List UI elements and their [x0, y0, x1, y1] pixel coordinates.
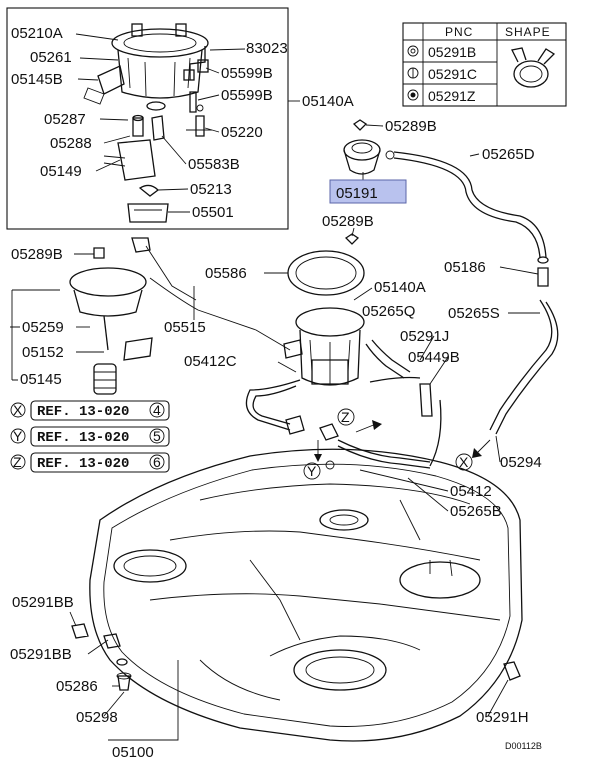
label-05140A-mid: 05140A [374, 279, 426, 296]
label-05586: 05586 [205, 265, 247, 282]
label-05152: 05152 [22, 344, 64, 361]
fuel-pump-module-drawing [83, 23, 209, 223]
label-05501: 05501 [192, 204, 234, 221]
svg-text:REF. 13-020: REF. 13-020 [37, 456, 129, 472]
label-05265D: 05265D [482, 146, 535, 163]
label-05412: 05412 [450, 483, 492, 500]
main-pump-unit-drawing [283, 307, 365, 386]
svg-text:6: 6 [153, 454, 161, 470]
label-05599B-1: 05599B [221, 65, 273, 82]
label-05291BB-1: 05291BB [12, 594, 74, 611]
label-05412C: 05412C [184, 353, 237, 370]
vent-hoses-drawing [245, 339, 491, 470]
label-05449B: 05449B [408, 349, 460, 366]
label-05100: 05100 [112, 744, 154, 761]
highlighted-part-box [329, 179, 407, 204]
label-05286: 05286 [56, 678, 98, 695]
leader-lines [10, 33, 540, 741]
svg-text:REF. 13-020: REF. 13-020 [37, 404, 129, 420]
label-05265S: 05265S [448, 305, 500, 322]
label-05140A-top: 05140A [302, 93, 354, 110]
label-05145: 05145 [20, 371, 62, 388]
label-05210A: 05210A [11, 25, 63, 42]
label-05259: 05259 [22, 319, 64, 336]
label-05149: 05149 [40, 163, 82, 180]
label-05298: 05298 [76, 709, 118, 726]
ref-x: X REF. 13-020 4 [10, 400, 170, 421]
mounting-clip-drawings [71, 623, 521, 691]
label-05289B-3: 05289B [11, 246, 63, 263]
label-05261: 05261 [30, 49, 72, 66]
callout-y: Y [307, 463, 317, 479]
pump-module-inset-box [6, 7, 289, 230]
label-05213: 05213 [190, 181, 232, 198]
label-05186: 05186 [444, 259, 486, 276]
diagram-code: D00112B [505, 741, 542, 751]
sender-unit-drawing [69, 237, 291, 395]
callout-markers: Z Y X [303, 408, 473, 480]
label-05191: 05191 [336, 185, 378, 202]
pnc-shape-table: PNC SHAPE 05291B 05291C 05291Z [402, 22, 567, 107]
label-05220: 05220 [221, 124, 263, 141]
wiring-harness-drawing [183, 46, 212, 137]
pnc-header: PNC [445, 25, 473, 39]
label-05599B-2: 05599B [221, 87, 273, 104]
ref-z: Z REF. 13-020 6 [10, 452, 170, 473]
svg-text:4: 4 [153, 402, 161, 418]
label-05145B: 05145B [11, 71, 63, 88]
label-05583B: 05583B [188, 156, 240, 173]
label-05265B: 05265B [450, 503, 502, 520]
callout-x: X [459, 454, 469, 470]
label-83023: 83023 [246, 40, 288, 57]
svg-text:REF. 13-020: REF. 13-020 [37, 430, 129, 446]
pnc-row-2: 05291C [428, 66, 477, 82]
label-05291H: 05291H [476, 709, 529, 726]
label-05291BB-2: 05291BB [10, 646, 72, 663]
tank-seal-ring-drawing [287, 233, 365, 296]
ref-y: Y REF. 13-020 5 [10, 426, 170, 447]
pnc-row-3: 05291Z [428, 88, 476, 104]
label-05291J: 05291J [400, 328, 449, 345]
svg-text:5: 5 [153, 428, 161, 444]
label-05515: 05515 [164, 319, 206, 336]
shape-header: SHAPE [505, 25, 551, 39]
label-05289B-2: 05289B [322, 213, 374, 230]
label-05287: 05287 [44, 111, 86, 128]
label-05294: 05294 [500, 454, 542, 471]
svg-text:Z: Z [13, 454, 22, 470]
callout-z: Z [341, 409, 350, 425]
svg-text:Y: Y [13, 428, 23, 444]
label-05265Q: 05265Q [362, 303, 415, 320]
reference-list: X REF. 13-020 4 Y REF. 13-020 5 Z REF. 1… [10, 400, 170, 473]
pnc-row-1: 05291B [428, 44, 476, 60]
label-05289B-1: 05289B [385, 118, 437, 135]
hose-clamp-shape-icon [511, 47, 556, 88]
svg-text:X: X [13, 402, 23, 418]
filler-neck-drawing [343, 119, 559, 435]
part-labels: 05210A 05261 05145B 05287 05288 05149 83… [10, 25, 542, 761]
label-05288: 05288 [50, 135, 92, 152]
